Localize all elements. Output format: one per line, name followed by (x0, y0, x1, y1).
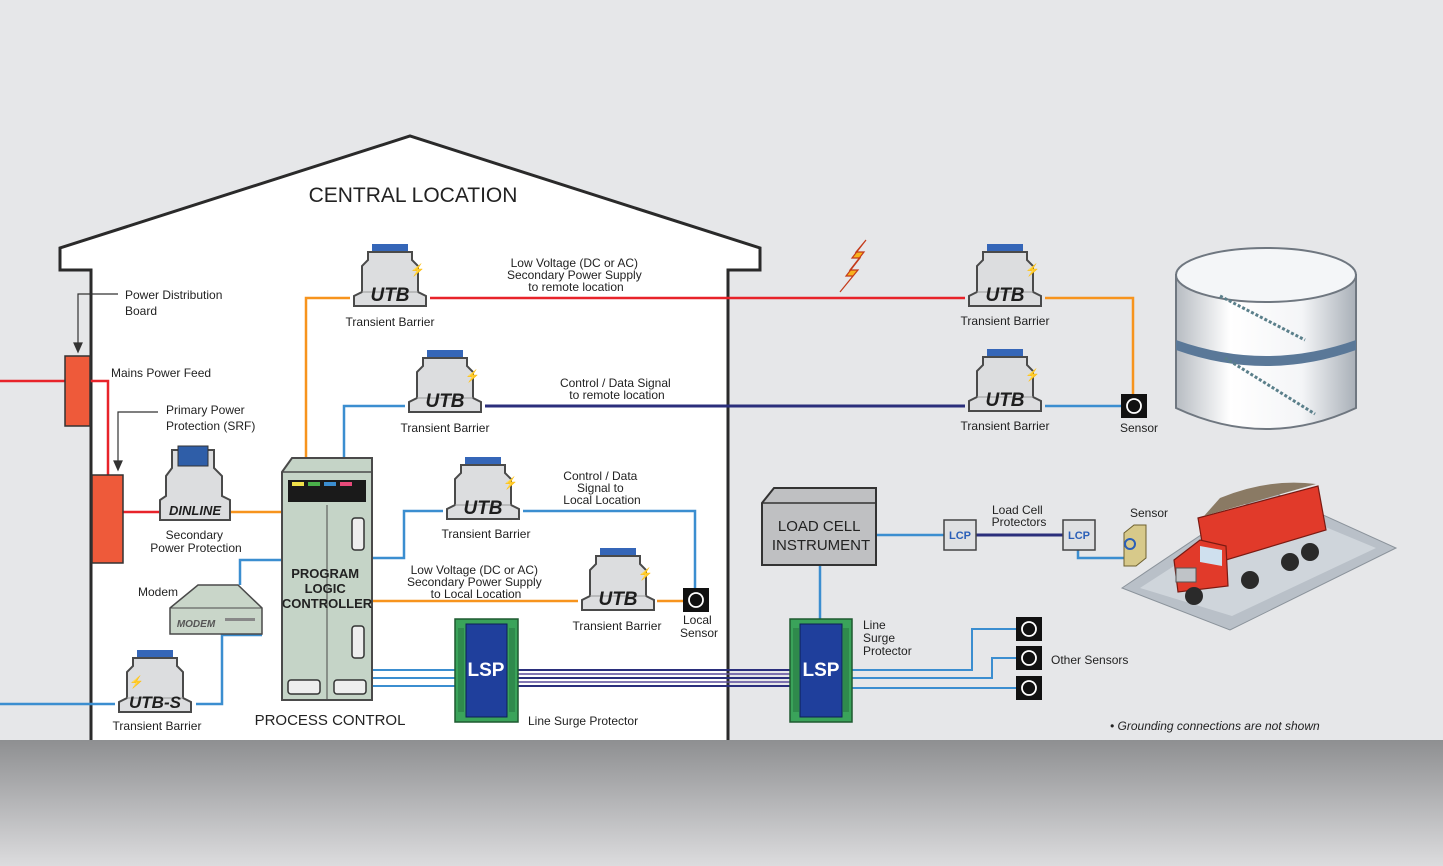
svg-text:⚡: ⚡ (1025, 263, 1040, 277)
utb-1-label: Transient Barrier (346, 315, 435, 329)
load-cell-instrument: LOAD CELL INSTRUMENT (761, 487, 877, 566)
ctrl-local-label: Control / Data Signal to Local Location (563, 469, 640, 507)
primary-power-protection (91, 474, 124, 564)
utb-remote-2: UTB ⚡ (968, 348, 1042, 412)
other-sensors-label: Other Sensors (1051, 653, 1128, 667)
building-outline (58, 134, 762, 740)
lcp-2: LCP (1062, 519, 1096, 551)
svg-text:PROGRAM LOGIC CONT: PROGRAM LOGIC CONTROLLER (282, 566, 373, 611)
utb-remote-2-label: Transient Barrier (961, 419, 1050, 433)
power-distribution-label: Power Distribution Board (125, 288, 226, 318)
svg-text:LOAD CELL INSTRUMENT: LOAD CELL INSTRUMENT (772, 518, 870, 554)
other-sensor-2 (1016, 646, 1042, 670)
utb-2: UTB ⚡ (408, 349, 482, 413)
svg-text:⚡: ⚡ (1025, 368, 1040, 382)
utb-4-label: Transient Barrier (573, 619, 662, 633)
utb-1: UTB ⚡ (353, 243, 427, 307)
callout-lines (73, 293, 158, 472)
ground (0, 740, 1443, 866)
utb-3: UTB ⚡ (446, 456, 520, 520)
weighbridge-truck (1120, 482, 1398, 631)
utb-s-label: Transient Barrier (113, 719, 202, 733)
grounding-note: • Grounding connections are not shown (1110, 719, 1320, 733)
utb-2-label: Transient Barrier (401, 421, 490, 435)
mains-feed-label: Mains Power Feed (111, 366, 211, 380)
svg-text:UTB: UTB (425, 391, 464, 412)
power-distribution-board (64, 355, 91, 427)
utb-remote-1-label: Transient Barrier (961, 314, 1050, 328)
svg-text:UTB: UTB (370, 285, 409, 306)
storage-tank (1175, 247, 1357, 430)
svg-text:LSP: LSP (468, 660, 505, 681)
other-sensor-3 (1016, 676, 1042, 700)
lv-remote-label: Low Voltage (DC or AC) Secondary Power S… (507, 256, 645, 294)
truck-sensor-label: Sensor (1130, 506, 1168, 520)
building-title: CENTRAL LOCATION (309, 184, 518, 207)
lsp-outside: LSP (789, 618, 853, 723)
wires (0, 296, 1135, 706)
svg-text:UTB-S: UTB-S (129, 693, 182, 712)
svg-text:UTB: UTB (985, 390, 1024, 411)
process-control-label: PROCESS CONTROL (255, 712, 406, 729)
tank-sensor-label: Sensor (1120, 421, 1158, 435)
svg-text:DINLINE: DINLINE (169, 503, 221, 518)
utb-remote-1: UTB ⚡ (968, 243, 1042, 307)
lsp-label: Line Surge Protector (528, 714, 638, 728)
local-sensor-label: Local Sensor (680, 613, 718, 640)
svg-text:⚡: ⚡ (129, 675, 144, 689)
lightning-icon (839, 239, 867, 293)
primary-protection-label: Primary Power Protection (SRF) (166, 403, 255, 433)
dinline-device: DINLINE (159, 445, 231, 521)
plc-device: PROGRAM LOGIC CONTROLLER (281, 457, 373, 701)
svg-text:⚡: ⚡ (465, 369, 480, 383)
line-surge-label: Line Surge Protector (863, 618, 912, 658)
truck-sensor (1123, 524, 1147, 567)
lsp-inside: LSP (454, 618, 519, 723)
svg-text:UTB: UTB (463, 498, 502, 519)
lcp-1: LCP (943, 519, 977, 551)
tank-sensor (1121, 394, 1147, 418)
utb-4: UTB ⚡ (581, 547, 655, 611)
other-sensor-1 (1016, 617, 1042, 641)
utb-s-device: UTB-S ⚡ (118, 649, 192, 713)
local-sensor (683, 588, 709, 612)
svg-text:LSP: LSP (803, 660, 840, 681)
utb-3-label: Transient Barrier (442, 527, 531, 541)
svg-text:LCP: LCP (949, 530, 971, 542)
svg-text:UTB: UTB (985, 285, 1024, 306)
svg-text:⚡: ⚡ (410, 263, 425, 277)
svg-text:⚡: ⚡ (638, 567, 653, 581)
lv-local-label: Low Voltage (DC or AC) Secondary Power S… (407, 563, 545, 601)
svg-text:UTB: UTB (598, 589, 637, 610)
svg-text:MODEM: MODEM (177, 619, 216, 630)
svg-text:⚡: ⚡ (503, 476, 518, 490)
svg-text:LCP: LCP (1068, 530, 1090, 542)
modem-label: Modem (138, 585, 178, 599)
ctrl-remote-label: Control / Data Signal to remote location (560, 376, 674, 402)
modem-device: MODEM (169, 584, 263, 635)
load-cell-protectors-label: Load Cell Protectors (992, 503, 1047, 529)
secondary-protection-label: Secondary Power Protection (150, 528, 241, 555)
